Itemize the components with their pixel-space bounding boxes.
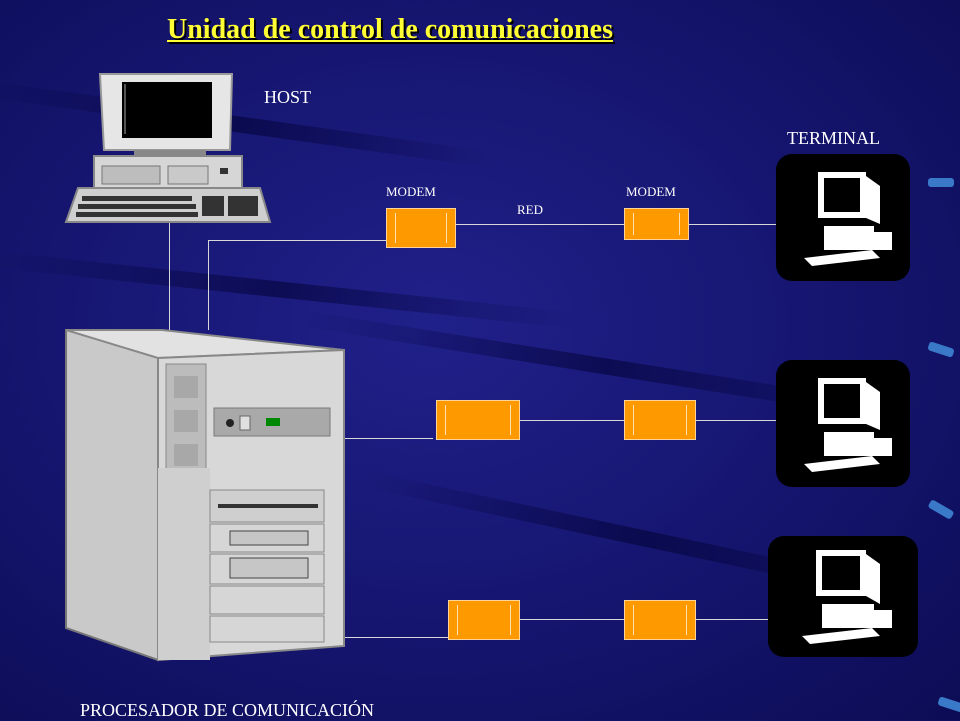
modem-box [624,600,696,640]
modem-box [448,600,520,640]
connector-line [689,224,779,225]
connector-line [696,619,768,620]
host-label: HOST [264,87,312,107]
connector-line [208,240,209,330]
terminal-icon [776,154,910,281]
bg-accent [927,341,955,358]
bg-accent [927,499,955,520]
modem-box [624,400,696,440]
connector-line [169,222,170,330]
modem-box [386,208,456,248]
connector-line [345,438,433,439]
connector-line [456,224,624,225]
terminal-icon [776,360,910,487]
host-computer-icon [64,73,272,223]
connector-line [696,420,780,421]
bg-accent [928,178,954,187]
terminal-label: TERMINAL [787,128,880,148]
modem-box [624,208,689,240]
page-title: Unidad de control de comunicaciones [167,14,613,45]
connector-line [208,240,386,241]
tower-server-icon [65,329,345,662]
connector-line [520,420,624,421]
processor-label: PROCESADOR DE COMUNICACIÓN [80,700,375,720]
bg-accent [937,696,960,713]
terminal-icon [768,536,918,657]
connector-line [335,637,448,638]
bg-stripe [0,250,578,329]
connector-line [520,619,624,620]
network-label: RED [517,202,543,217]
modem-label-left: MODEM [386,184,436,199]
modem-label-right: MODEM [626,184,676,199]
modem-box [436,400,520,440]
